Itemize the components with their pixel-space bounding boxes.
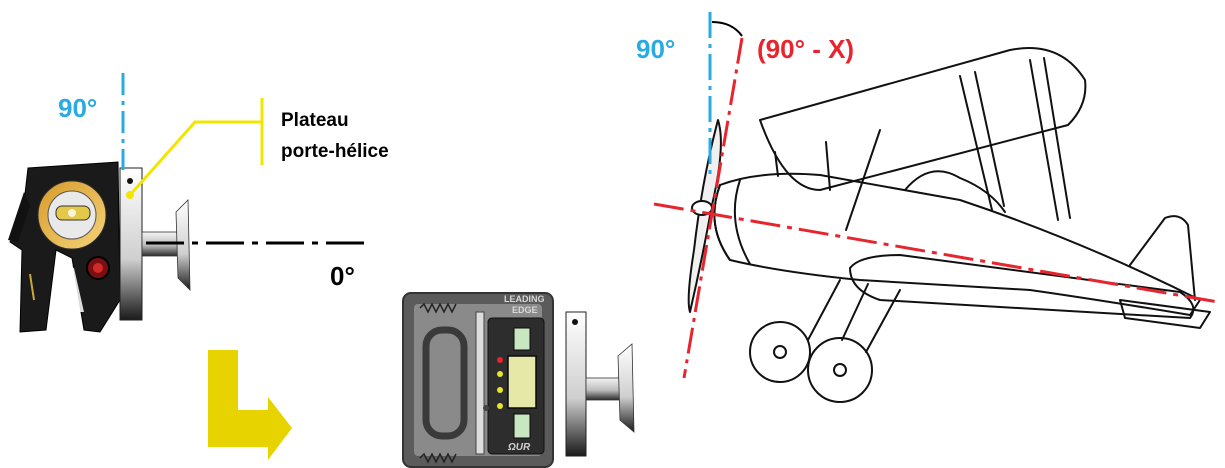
aircraft-axis-line bbox=[653, 202, 1219, 304]
tilt-angle-label: (90° - X) bbox=[757, 34, 854, 64]
digital-protractor bbox=[402, 292, 554, 468]
device-brand-line1: LEADING bbox=[504, 294, 545, 304]
plate-label-line1: Plateau bbox=[281, 110, 349, 131]
propeller-tilt-line bbox=[682, 37, 744, 379]
device-logo: ΩUR bbox=[507, 442, 531, 453]
biplane-drawing bbox=[687, 47, 1211, 403]
mechanical-protractor bbox=[8, 161, 121, 333]
angle-arc bbox=[711, 21, 743, 37]
left-90-degree-label: 90° bbox=[58, 93, 97, 123]
center-hub-plate bbox=[565, 311, 635, 457]
yellow-transition-arrow bbox=[208, 350, 292, 460]
zero-degree-label: 0° bbox=[330, 261, 355, 291]
device-brand-line2: EDGE bbox=[512, 305, 538, 315]
right-90-degree-label: 90° bbox=[636, 34, 675, 64]
plate-leader-line bbox=[126, 98, 264, 199]
plate-label-line2: porte-hélice bbox=[281, 141, 389, 162]
